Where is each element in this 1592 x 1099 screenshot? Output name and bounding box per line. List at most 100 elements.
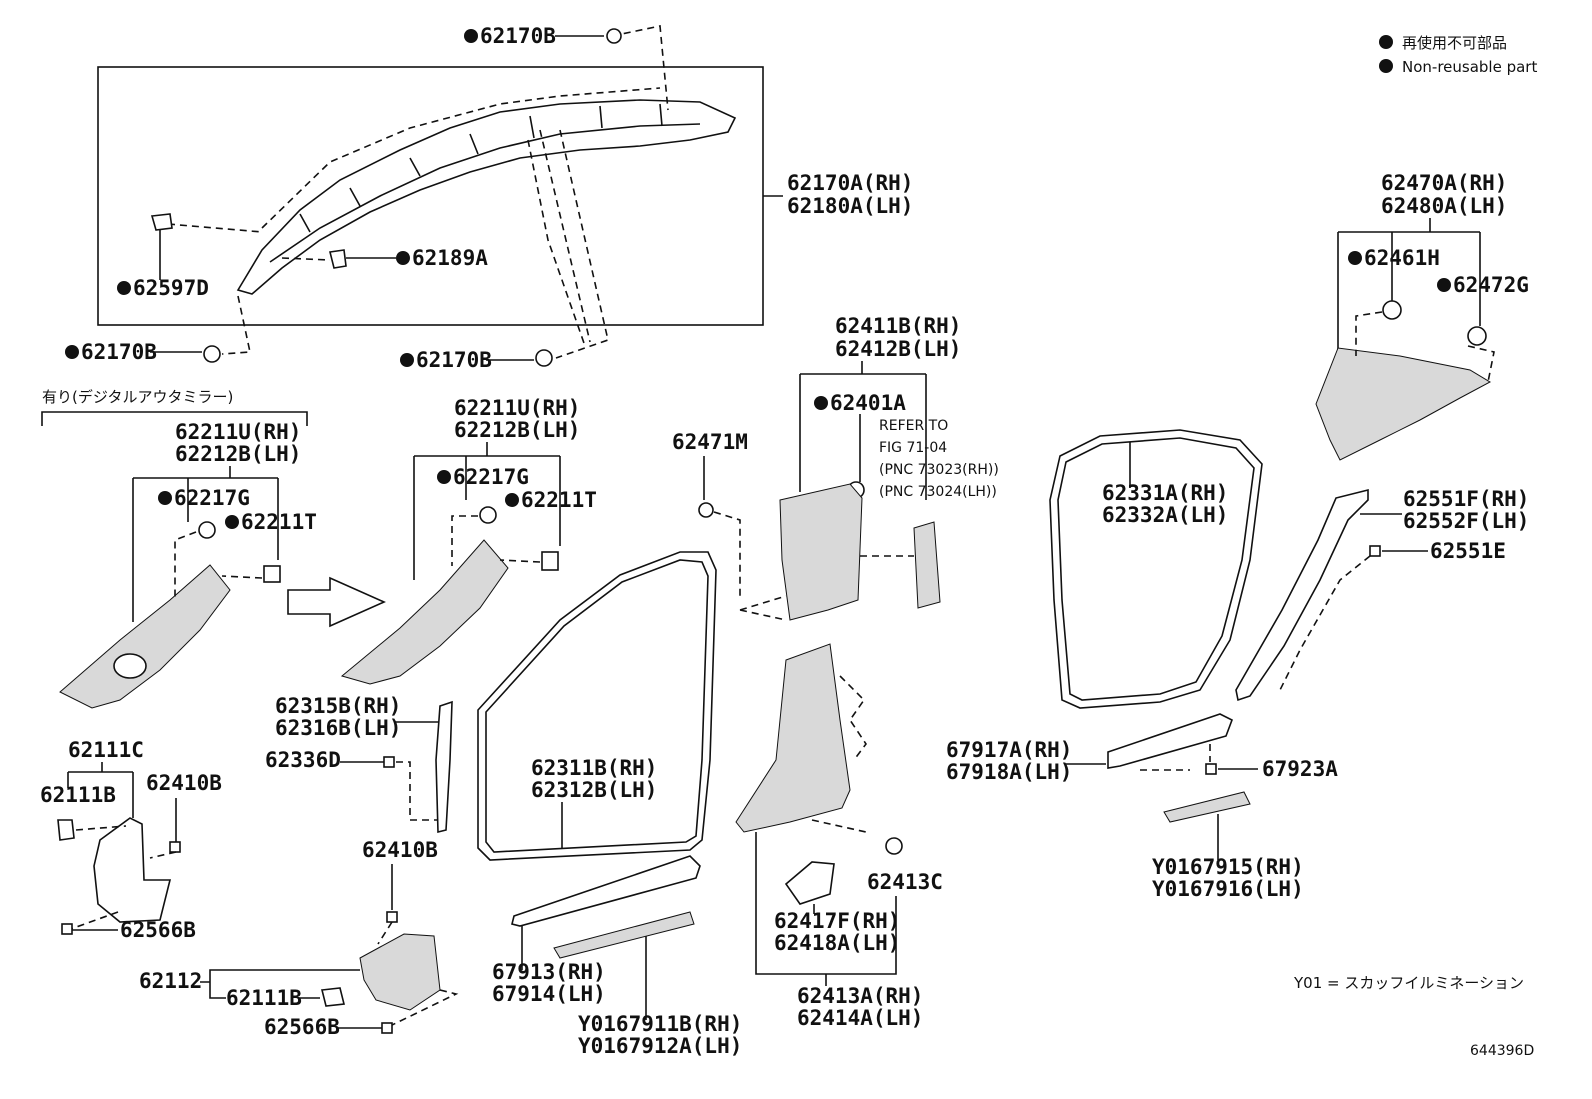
leader-dashed <box>167 223 263 233</box>
label-62217G: 62217G <box>174 486 250 510</box>
arrow-right-icon <box>287 576 386 628</box>
cowl-side-lower-part <box>359 933 441 1011</box>
label-62211T-2: 62211T <box>521 488 597 512</box>
non-reusable-dot-icon <box>505 493 519 507</box>
label-62472G: 62472G <box>1453 273 1529 297</box>
clip-62410B-a <box>169 841 181 853</box>
label-62170B-mid: 62170B <box>416 348 492 372</box>
leader-dashed <box>811 675 867 833</box>
label-62315B-rh: 62315B(RH) <box>275 694 401 718</box>
label-62413A-rh: 62413A(RH) <box>797 984 923 1008</box>
clip-62413C <box>885 837 903 855</box>
roof-rail-group: 62170B 62170A(RH) 62180A(LH) 62189A 6259… <box>65 24 913 372</box>
rear-door-trim-group: 62551F(RH) 62552F(LH) 62551E <box>1235 487 1529 702</box>
scuff-illumination-note: Y01 = スカッフイルミネーション <box>1293 974 1524 992</box>
bracket-lines <box>799 361 927 500</box>
label-62410B-a: 62410B <box>146 771 222 795</box>
refer-line-2: FIG 71-04 <box>879 440 947 456</box>
label-62414A-lh: 62414A(LH) <box>797 1006 923 1030</box>
non-reusable-dot-icon <box>464 29 478 43</box>
refer-line-1: REFER TO <box>879 418 948 434</box>
label-67913-rh: 67913(RH) <box>492 960 606 984</box>
label-62417F-rh: 62417F(RH) <box>774 909 900 933</box>
clip-62211T <box>263 565 281 583</box>
label-62311B-rh: 62311B(RH) <box>531 756 657 780</box>
label-62413C: 62413C <box>867 870 943 894</box>
door-opening-trim-group: 62315B(RH) 62316B(LH) 62336D 62410B 6211… <box>139 694 459 1039</box>
label-62552F-lh: 62552F(LH) <box>1403 509 1529 533</box>
label-62597D: 62597D <box>133 276 209 300</box>
leader-dashed <box>713 511 741 600</box>
non-reusable-dot-icon <box>396 251 410 265</box>
clip-62471M <box>698 502 714 518</box>
non-reusable-dot-icon <box>1437 278 1451 292</box>
front-door-scuff-plate-part <box>511 855 701 927</box>
clip-62461H <box>1382 300 1402 320</box>
refer-line-4: (PNC 73024(LH)) <box>879 484 997 500</box>
center-pillar-lower-garnish-part <box>735 643 851 833</box>
leader-dashed <box>611 25 669 111</box>
label-Y0167916-lh: Y0167916(LH) <box>1152 877 1304 901</box>
label-62418A-lh: 62418A(LH) <box>774 931 900 955</box>
leader-dashed <box>1355 311 1495 383</box>
label-62111C: 62111C <box>68 738 144 762</box>
legend-en: Non-reusable part <box>1402 58 1537 76</box>
non-reusable-dot-icon <box>400 353 414 367</box>
front-door-weatherstrip-part <box>477 551 717 861</box>
refer-line-3: (PNC 73023(RH)) <box>879 462 999 478</box>
label-62331A-rh: 62331A(RH) <box>1102 481 1228 505</box>
label-67917A-rh: 67917A(RH) <box>946 738 1072 762</box>
rail-ribs <box>299 103 663 233</box>
rear-scuff-illumination-part <box>1163 791 1251 823</box>
clip-62170B-mid <box>535 349 553 367</box>
label-62411B-rh: 62411B(RH) <box>835 314 961 338</box>
clip-62170B-top <box>606 28 622 44</box>
label-Y0167912A-lh: Y0167912A(LH) <box>578 1034 742 1058</box>
leader-dashed <box>451 515 541 566</box>
door-opening-trim-part <box>435 700 453 834</box>
label-62180A-lh: 62180A(LH) <box>787 194 913 218</box>
group-bracket <box>41 411 308 426</box>
label-62189A: 62189A <box>412 246 488 270</box>
label-62471M: 62471M <box>672 430 748 454</box>
leader-dashed <box>739 555 914 621</box>
weatherstrip-inner <box>485 559 709 853</box>
label-62566B-a: 62566B <box>120 918 196 942</box>
non-reusable-dot-icon <box>117 281 131 295</box>
label-Y0167915-rh: Y0167915(RH) <box>1152 855 1304 879</box>
clip-62597D <box>150 213 173 231</box>
non-reusable-dot-icon <box>158 491 172 505</box>
center-pillar-upper-garnish-part <box>779 483 863 621</box>
label-62551E: 62551E <box>1430 539 1506 563</box>
label-62461H: 62461H <box>1364 246 1440 270</box>
non-reusable-dot-icon <box>437 470 451 484</box>
clip-62566B-a <box>61 923 73 935</box>
non-reusable-dot-icon <box>225 515 239 529</box>
rear-scuff-group: 67917A(RH) 67918A(LH) 67923A Y0167915(RH… <box>946 713 1338 901</box>
label-62312B-lh: 62312B(LH) <box>531 778 657 802</box>
leader-dashed <box>555 129 609 359</box>
bracket-lines <box>755 832 897 986</box>
clip-62410B-b <box>386 911 398 923</box>
rear-door-scuff-plate-part <box>1107 713 1234 769</box>
front-scuff-group: 67913(RH) 67914(LH) Y0167911B(RH) Y01679… <box>492 855 742 1058</box>
center-pillar-lower-group: 62413C 62417F(RH) 62418A(LH) 62413A(RH) … <box>735 643 943 1030</box>
clip-62170B-left <box>203 345 221 363</box>
non-reusable-dot-icon <box>1348 251 1362 265</box>
bracket-lines <box>132 466 279 622</box>
label-62551F-rh: 62551F(RH) <box>1403 487 1529 511</box>
leader-dashed <box>67 825 177 931</box>
quarter-pillar-garnish-part <box>1315 347 1492 461</box>
label-62566B-b: 62566B <box>264 1015 340 1039</box>
quarter-pillar-group: 62470A(RH) 62480A(LH) 62461H 62472G <box>1315 171 1529 461</box>
roof-side-rail-part <box>236 99 737 295</box>
label-62480A-lh: 62480A(LH) <box>1381 194 1507 218</box>
front-door-weatherstrip-group: 62311B(RH) 62312B(LH) <box>477 551 717 861</box>
label-62211U-rh-2: 62211U(RH) <box>454 396 580 420</box>
clip-62336D <box>383 756 395 768</box>
leader-dashed <box>174 531 263 600</box>
clip-62211T-2 <box>541 551 559 571</box>
label-62336D: 62336D <box>265 748 341 772</box>
front-pillar-group-1: 有り(デジタルアウタミラー) 62211U(RH) 62212B(LH) 622… <box>41 388 386 709</box>
